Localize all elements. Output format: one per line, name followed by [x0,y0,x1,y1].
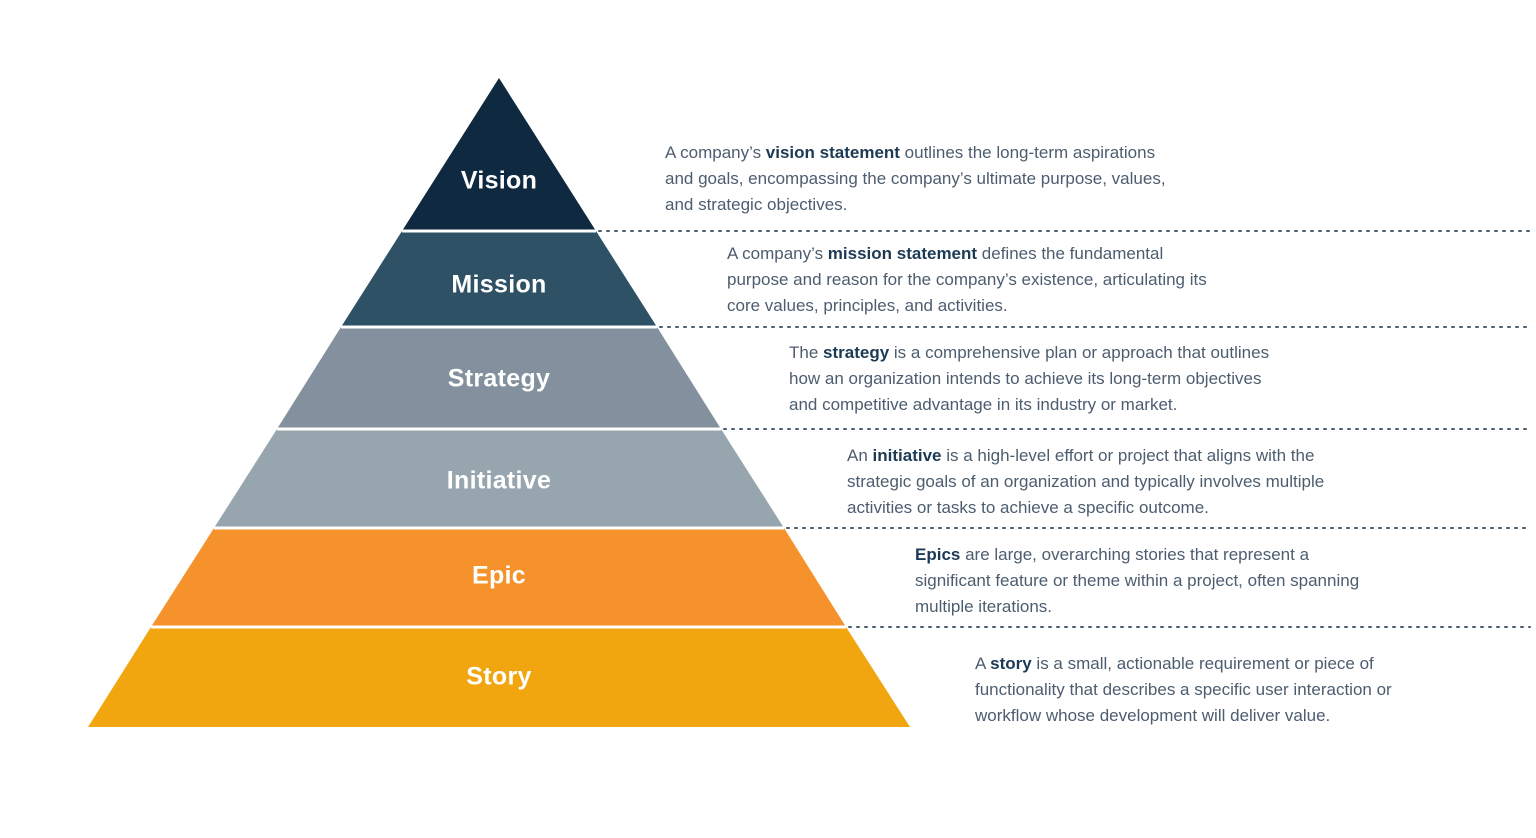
description-story: A story is a small, actionable requireme… [975,651,1392,729]
pyramid-label-strategy: Strategy [447,364,551,393]
description-text: activities or tasks to achieve a specifi… [847,498,1209,517]
description-text: are large, overarching stories that repr… [960,545,1310,564]
pyramid-level-shape-vision [402,78,596,231]
description-vision: A company’s vision statement outlines th… [665,140,1166,218]
pyramid-label-story: Story [466,662,532,691]
description-text: outlines the long-term aspirations [899,143,1156,162]
description-term: story [990,654,1032,673]
description-text: is a small, actionable requirement or pi… [1031,654,1374,673]
pyramid-level-shape-mission [341,231,657,327]
pyramid-level-shape-epic [151,528,846,627]
pyramid-level-shape-initiative [214,429,784,528]
description-term: initiative [872,446,942,465]
description-text: is a comprehensive plan or approach that… [889,343,1270,362]
description-mission: A company’s mission statement defines th… [727,241,1207,319]
description-text: workflow whose development will deliver … [975,706,1331,725]
description-strategy: The strategy is a comprehensive plan or … [789,340,1269,418]
description-text: is a high-level effort or project that a… [941,446,1315,465]
description-initiative: An initiative is a high-level effort or … [847,443,1324,521]
description-text: multiple iterations. [915,597,1053,616]
description-text: and strategic objectives. [665,195,848,214]
description-text: A company’s [727,244,828,263]
description-text: and goals, encompassing the company’s ul… [665,169,1166,188]
description-term: Epics [915,545,961,564]
description-text: how an organization intends to achieve i… [789,369,1262,388]
description-text: core values, principles, and activities. [727,296,1008,315]
pyramid-level-shape-story [88,627,910,727]
description-text: The [789,343,824,362]
description-term: vision statement [765,143,900,162]
description-text: functionality that describes a specific … [975,680,1392,699]
pyramid-label-epic: Epic [472,561,526,590]
description-text: strategic goals of an organization and t… [847,472,1325,491]
pyramid-label-mission: Mission [451,270,547,299]
pyramid-level-shape-strategy [277,327,721,429]
description-text: An [847,446,873,465]
pyramid-label-vision: Vision [460,166,538,195]
pyramid-label-initiative: Initiative [446,466,552,495]
description-text: A [975,654,991,673]
description-text: purpose and reason for the company’s exi… [727,270,1207,289]
description-term: strategy [823,343,890,362]
description-text: and competitive advantage in its industr… [789,395,1178,414]
description-text: defines the fundamental [977,244,1164,263]
description-text: significant feature or theme within a pr… [915,571,1360,590]
description-epic: Epics are large, overarching stories tha… [915,542,1359,620]
description-term: mission statement [827,244,978,263]
description-text: A company’s [665,143,766,162]
